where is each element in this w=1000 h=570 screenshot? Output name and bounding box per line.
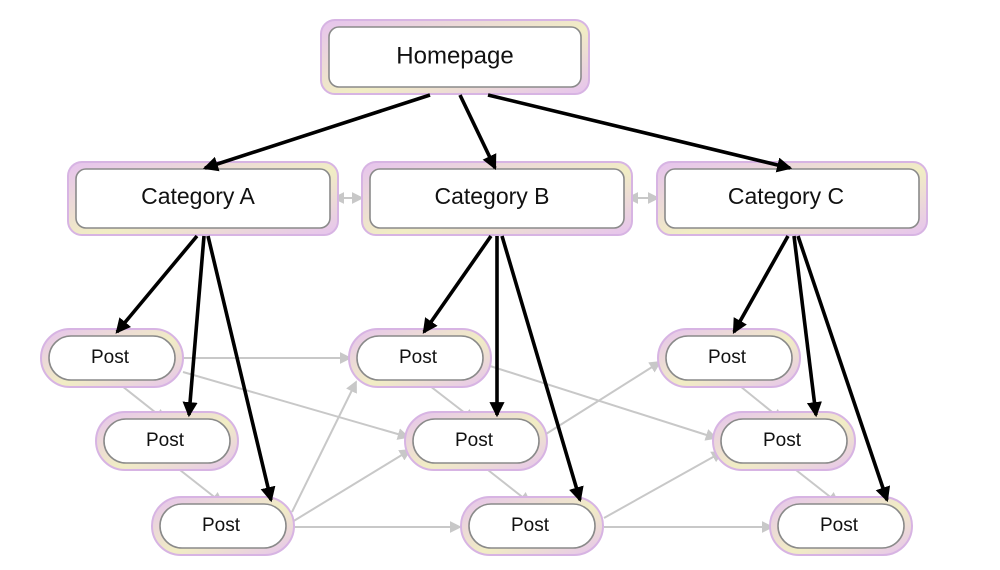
- post-b2-node: Post: [404, 411, 548, 471]
- category-c-node: Category C: [656, 161, 928, 236]
- edge-homepage-category-c: [487, 93, 793, 173]
- edge-post-b2-post-c1: [545, 361, 662, 435]
- category-a-node: Category A: [67, 161, 339, 236]
- post-a3-label: Post: [202, 515, 241, 536]
- edge-category-a-post-a1: [115, 234, 199, 334]
- edge-category-a-post-a2: [182, 235, 206, 418]
- edge-post-a3-post-b2: [291, 449, 412, 523]
- post-b3-node: Post: [460, 496, 604, 556]
- homepage-label: Homepage: [396, 42, 513, 69]
- post-b1-node: Post: [348, 328, 492, 388]
- post-c2-node: Post: [712, 411, 856, 471]
- post-c3-node: Post: [769, 496, 913, 556]
- homepage-node: Homepage: [320, 19, 590, 95]
- edge-category-b-post-b1: [422, 234, 493, 334]
- edge-post-b1-post-c2: [489, 365, 718, 441]
- post-a1-node: Post: [40, 328, 184, 388]
- post-c3-label: Post: [820, 515, 859, 536]
- nodes: Homepage Category A Category B Category …: [40, 19, 928, 556]
- primary-edges: [115, 93, 891, 503]
- post-b2-label: Post: [455, 430, 494, 451]
- post-a2-node: Post: [95, 411, 239, 471]
- edge-category-b-post-b3: [500, 235, 584, 503]
- edge-category-a-post-a3: [206, 235, 276, 503]
- edge-homepage-category-b: [458, 94, 497, 171]
- edge-homepage-category-a: [202, 93, 431, 172]
- post-c2-label: Post: [763, 430, 802, 451]
- post-b1-label: Post: [399, 347, 438, 368]
- edge-category-c-post-c1: [732, 235, 790, 334]
- post-a1-label: Post: [91, 347, 130, 368]
- post-a2-label: Post: [146, 430, 185, 451]
- post-a3-node: Post: [151, 496, 295, 556]
- category-c-label: Category C: [728, 183, 844, 209]
- edge-category-c-post-c2: [792, 235, 822, 418]
- post-c1-node: Post: [657, 328, 801, 388]
- edge-post-a3-post-b1: [291, 380, 357, 513]
- secondary-edges: [121, 192, 840, 533]
- post-b3-label: Post: [511, 515, 550, 536]
- edge-category-c-post-c3: [796, 235, 891, 503]
- category-b-label: Category B: [434, 183, 549, 209]
- category-b-node: Category B: [361, 161, 633, 236]
- edge-post-a1-post-b2: [182, 371, 410, 440]
- post-c1-label: Post: [708, 347, 747, 368]
- edge-post-b3-post-c2: [603, 451, 724, 519]
- category-a-label: Category A: [141, 183, 255, 209]
